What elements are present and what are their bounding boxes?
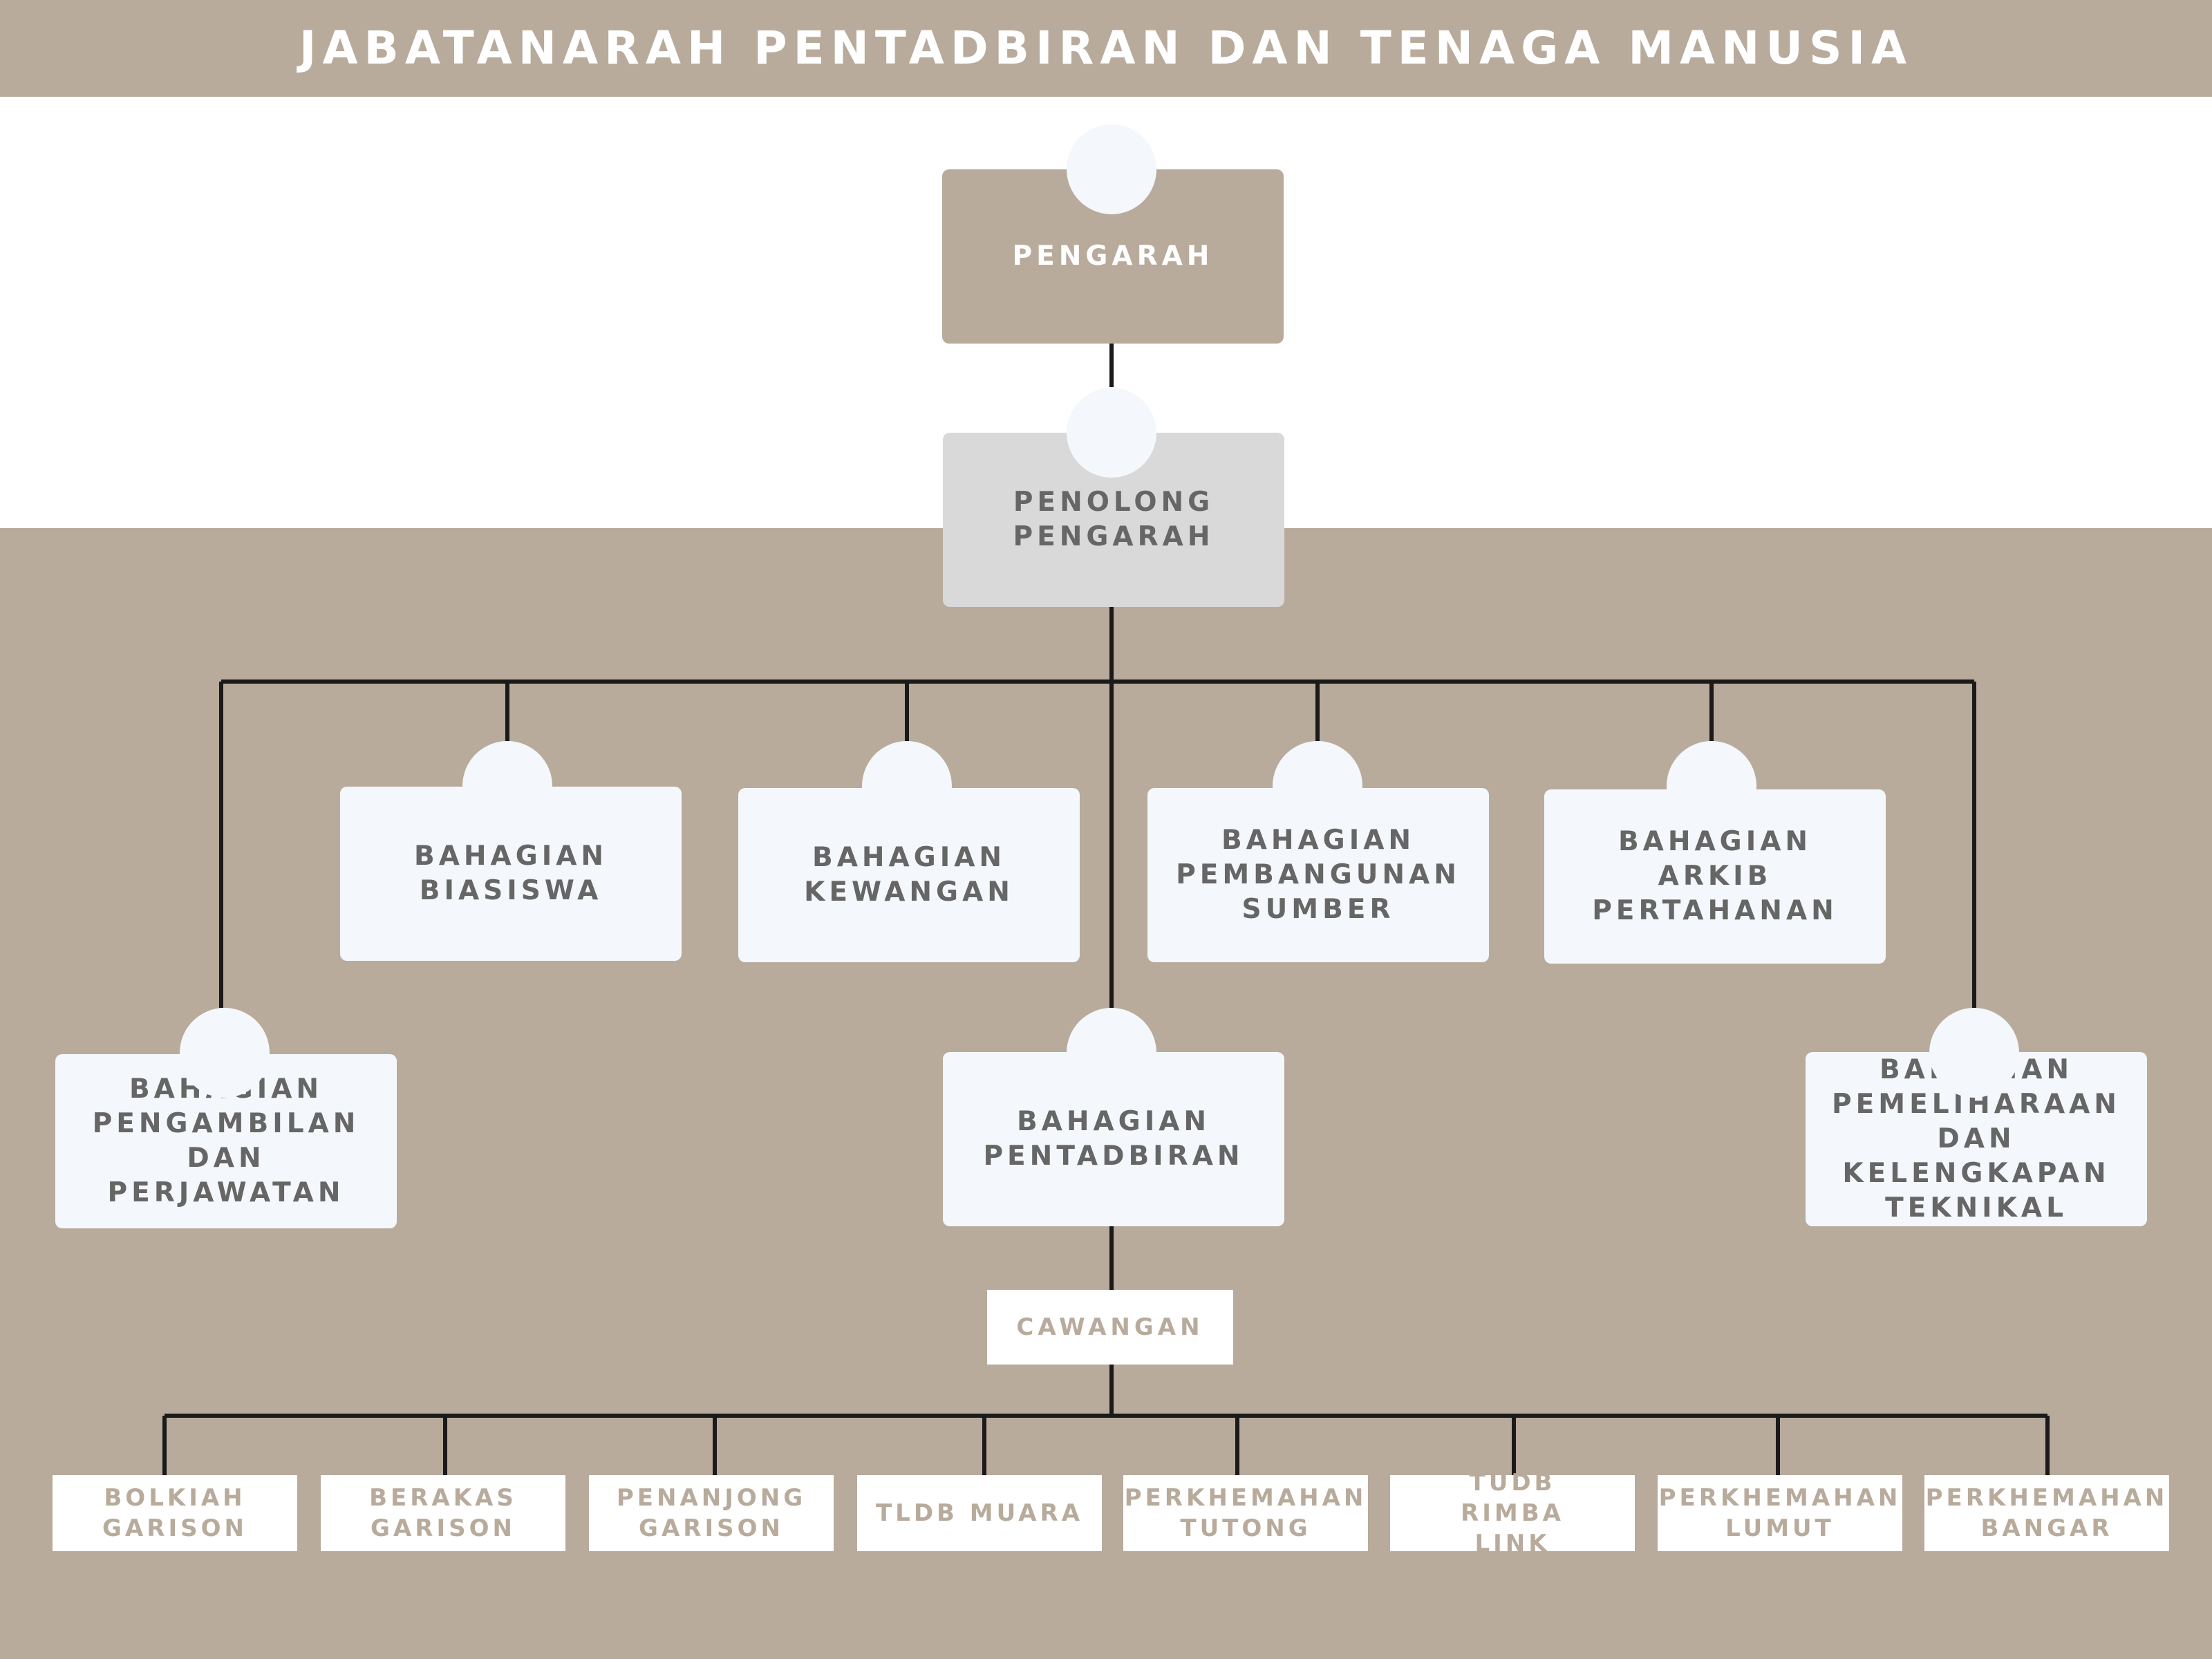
branch-tldb-muara: TLDB MUARA <box>857 1475 1102 1551</box>
node-bahagian-pengambilan-avatar <box>180 1008 270 1098</box>
node-bahagian-arkib-pertahanan-label: BAHAGIAN ARKIB PERTAHANAN <box>1592 826 1838 926</box>
node-penolong-pengarah-avatar <box>1067 388 1156 478</box>
branch-tudb-rimba-link: TUDB RIMBA LINK <box>1390 1469 1635 1557</box>
node-bahagian-kewangan-label: BAHAGIAN KEWANGAN <box>804 842 1014 908</box>
node-pengarah-avatar <box>1067 124 1156 214</box>
chart-title: JABATANARAH PENTADBIRAN DAN TENAGA MANUS… <box>299 21 1913 75</box>
node-bahagian-pembangunan-sumber-label: BAHAGIAN PEMBANGUNAN SUMBER <box>1176 825 1461 925</box>
node-bahagian-pembangunan-sumber-avatar <box>1273 741 1362 831</box>
node-bahagian-biasiswa-label: BAHAGIAN BIASISWA <box>413 841 608 906</box>
branch-berakas-garison: BERAKAS GARISON <box>321 1475 565 1551</box>
branch-penanjong-garison: PENANJONG GARISON <box>589 1475 834 1551</box>
branch-perkhemahan-tutong: PERKHEMAHAN TUTONG <box>1123 1475 1368 1551</box>
node-cawangan: CAWANGAN <box>987 1290 1233 1365</box>
node-bahagian-pengambilan-label: BAHAGIAN PENGAMBILAN DAN PERJAWATAN <box>92 1074 360 1208</box>
branch-perkhemahan-bangar: PERKHEMAHAN BANGAR <box>1924 1475 2169 1551</box>
node-bahagian-arkib-pertahanan-avatar <box>1667 741 1756 831</box>
node-pengarah-label: PENGARAH <box>1012 241 1214 272</box>
node-bahagian-biasiswa-avatar <box>462 741 552 831</box>
node-bahagian-pentadbiran-avatar <box>1067 1008 1156 1098</box>
node-bahagian-pentadbiran-label: BAHAGIAN PENTADBIRAN <box>983 1106 1244 1172</box>
node-penolong-pengarah-label: PENOLONG PENGARAH <box>1013 487 1215 552</box>
branch-bolkiah-garison: BOLKIAH GARISON <box>53 1475 297 1551</box>
node-bahagian-pengambilan: BAHAGIAN PENGAMBILAN DAN PERJAWATAN <box>55 1054 397 1228</box>
node-bahagian-pemeliharaan: BAHAGIAN PEMELIHARAAN DAN KELENGKAPAN TE… <box>1806 1052 2147 1226</box>
node-bahagian-kewangan-avatar <box>862 741 952 831</box>
branch-perkhemahan-lumut: PERKHEMAHAN LUMUT <box>1658 1475 1902 1551</box>
node-bahagian-pemeliharaan-avatar <box>1929 1008 2019 1098</box>
header-band <box>0 0 2212 97</box>
